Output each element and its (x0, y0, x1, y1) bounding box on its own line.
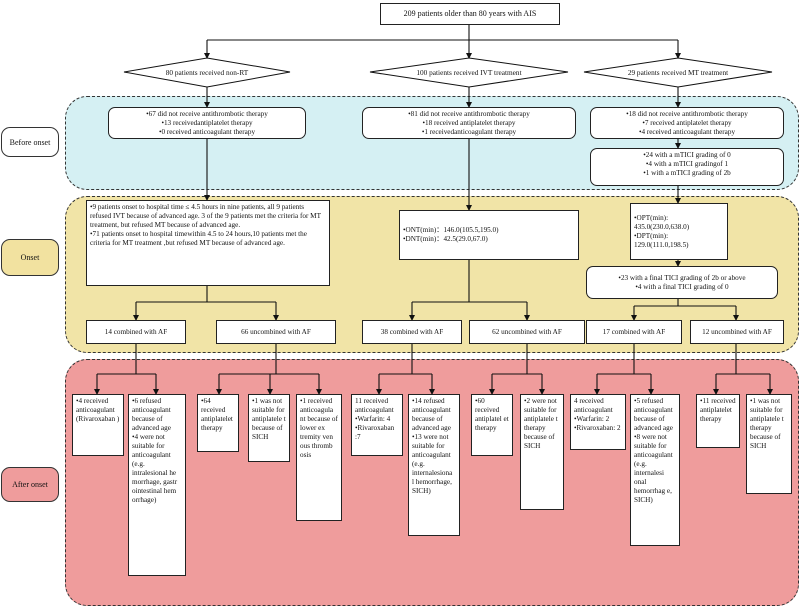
after-box: •4 received anticoagulant (Rivaroxaban ) (72, 394, 124, 456)
af-box-nonrt-combined: 14 combined with AF (86, 320, 186, 344)
diamond-label-nonrt: 80 patients received non-RT (165, 68, 249, 77)
diamond-label-mt: 29 patients received MT treatment (627, 68, 729, 77)
stage-label-after: After onset (1, 467, 59, 502)
after-box: •14 refused anticoagulant because of adv… (408, 394, 460, 536)
after-box: •1 received anticoagula nt because of lo… (296, 394, 342, 521)
onset-nonrt-box: •9 patients onset to hospital time ≤ 4.5… (86, 200, 330, 286)
af-box-ivt-combined: 38 combined with AF (362, 320, 462, 344)
before-mt-box: •18 did not receive antithrombotic thera… (590, 107, 784, 139)
after-box: •60 received antiplatel et therapy (471, 394, 513, 456)
top-cohort-box: 209 patients older than 80 years with AI… (380, 3, 560, 25)
after-box: •1 was not suitable for antiplatele t th… (746, 394, 792, 494)
after-box: 4 received anticoagulant•Warfarin: 2•Riv… (570, 394, 626, 450)
after-box: •6 refused anticoagulant because of adva… (128, 394, 186, 576)
before-ivt-box: •81 did not receive antithrombotic thera… (362, 107, 576, 139)
diamond-shape (369, 57, 569, 88)
after-box: •1 was not suitable for antiplatele t be… (248, 394, 290, 462)
diamond-shape (583, 57, 773, 88)
after-box: 11 received anticoagulant•Warfarin: 4•Ri… (351, 394, 403, 456)
after-box: •64 received antiplatelet therapy (197, 394, 239, 452)
diamond-label-ivt: 100 patients received IVT treatment (416, 68, 522, 77)
diamond-shape (123, 57, 291, 88)
stage-label-onset: Onset (1, 239, 59, 276)
onset-mt-tici-box: •23 with a final TICI grading of 2b or a… (586, 266, 778, 299)
after-box: •2 were not suitable for antiplatele t t… (520, 394, 564, 510)
onset-mt-box: •OPT(min):435.0(230.0,638.0)•DPT(min):12… (630, 203, 728, 260)
before-nonrt-box: •67 did not receive antithrombotic thera… (108, 107, 306, 139)
before-mt-mtici-box: •24 with a mTICI grading of 0•4 with a m… (590, 148, 784, 186)
onset-ivt-box: •ONT(min)：146.0(105.5,195.0)•DNT(min)：42… (399, 210, 579, 260)
af-box-mt-combined: 17 combined with AF (586, 320, 682, 344)
af-box-mt-uncombined: 12 uncombined with AF (690, 320, 784, 344)
af-box-ivt-uncombined: 62 uncombined with AF (469, 320, 585, 344)
stage-label-before: Before onset (1, 127, 59, 157)
af-box-nonrt-uncombined: 66 uncombined with AF (216, 320, 336, 344)
after-box: •11 received antiplatelet therapy (696, 394, 740, 448)
after-box: •5 refused anticoagulant because of adva… (630, 394, 680, 546)
